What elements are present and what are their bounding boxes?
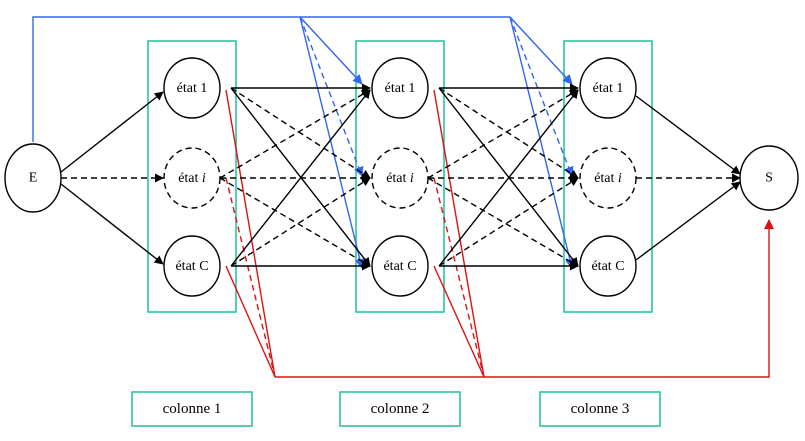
blue-links <box>32 16 575 269</box>
state-c-col-2 <box>371 235 429 297</box>
state-i-col-1-label: état i <box>178 171 206 186</box>
column-2-label-box <box>339 391 461 427</box>
column-2-label: colonne 2 <box>371 401 430 417</box>
state-i-col-3-label: état i <box>594 171 622 186</box>
entry-node <box>4 143 62 213</box>
state-c-col-3-label: état C <box>591 259 624 274</box>
state-c-col-3 <box>579 235 637 297</box>
state-1-col-2 <box>371 57 429 119</box>
state-1-col-3-label: état 1 <box>593 81 624 96</box>
state-c-col-1-label: état C <box>175 259 208 274</box>
entry-node-label: E <box>29 171 38 186</box>
column-3-label-box <box>539 391 661 427</box>
state-1-col-3 <box>579 57 637 119</box>
exit-node-label: S <box>765 171 773 186</box>
column-frame-3 <box>563 40 653 313</box>
state-1-col-1-label: état 1 <box>177 81 208 96</box>
state-i-col-1 <box>163 147 221 209</box>
state-i-col-2-label: état i <box>386 171 414 186</box>
red-links <box>225 89 774 378</box>
black-links <box>60 83 741 271</box>
column-3-label: colonne 3 <box>571 401 630 417</box>
state-1-col-1 <box>163 57 221 119</box>
exit-node <box>739 145 799 211</box>
column-frame-1 <box>147 40 237 313</box>
column-1-label: colonne 1 <box>163 401 222 417</box>
state-1-col-2-label: état 1 <box>385 81 416 96</box>
state-c-col-2-label: état C <box>383 259 416 274</box>
state-i-col-2 <box>371 147 429 209</box>
state-c-col-1 <box>163 235 221 297</box>
column-1-label-box <box>131 391 253 427</box>
state-i-col-3 <box>579 147 637 209</box>
